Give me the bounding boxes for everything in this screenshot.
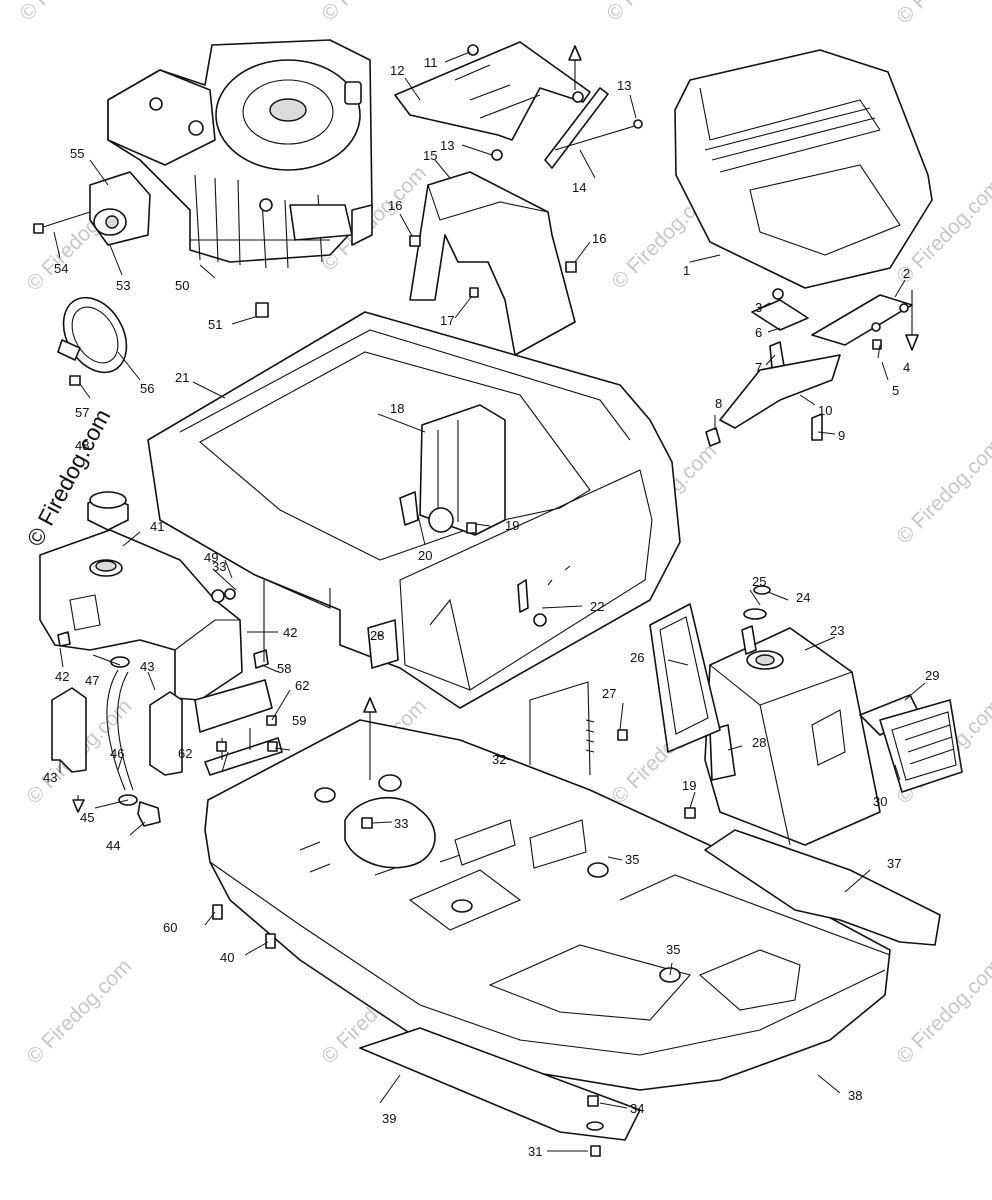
body-hood-illustration bbox=[147, 311, 681, 709]
callout-label: 43 bbox=[140, 659, 154, 674]
callout-label: 62 bbox=[295, 678, 309, 693]
callout-label: 32 bbox=[492, 752, 506, 767]
seat-hardware-illustration bbox=[705, 288, 919, 447]
callout-label: 43 bbox=[43, 770, 57, 785]
watermark: © Firedog.com bbox=[15, 0, 129, 26]
fuel-tank-illustration bbox=[39, 491, 269, 701]
callout-label: 35 bbox=[625, 852, 639, 867]
watermark: © Firedog.com bbox=[892, 0, 992, 29]
mat-illustration bbox=[359, 829, 941, 1157]
callout-label: 31 bbox=[528, 1144, 542, 1159]
callout-label: 60 bbox=[163, 920, 177, 935]
callout-label: 26 bbox=[630, 650, 644, 665]
callout-label: 5 bbox=[892, 383, 899, 398]
callout-label: 17 bbox=[440, 313, 454, 328]
callout-label: 4 bbox=[903, 360, 910, 375]
dash-illustration bbox=[684, 585, 963, 846]
callout-label: 49 bbox=[204, 550, 218, 565]
callout-label: 34 bbox=[630, 1101, 644, 1116]
callout-label: 1 bbox=[683, 263, 690, 278]
callout-label: 33 bbox=[394, 816, 408, 831]
engine-illustration bbox=[107, 39, 373, 269]
fuel-line-illustration bbox=[51, 656, 183, 827]
callout-label: 24 bbox=[796, 590, 810, 605]
watermark: © Firedog.com bbox=[602, 0, 716, 26]
callout-labels: 1 2 3 4 5 6 7 8 9 10 11 12 13 13 14 15 1… bbox=[43, 55, 939, 1159]
callout-label: 54 bbox=[54, 261, 68, 276]
callout-label: 20 bbox=[418, 548, 432, 563]
callout-label: 51 bbox=[208, 317, 222, 332]
callout-label: 55 bbox=[70, 146, 84, 161]
bolt-51 bbox=[255, 302, 269, 318]
watermark: © Firedog.com bbox=[892, 955, 992, 1069]
callout-label: 41 bbox=[150, 519, 164, 534]
callout-label: 21 bbox=[175, 370, 189, 385]
callout-label: 35 bbox=[666, 942, 680, 957]
callout-label: 10 bbox=[818, 403, 832, 418]
callout-label: 48 bbox=[75, 438, 89, 453]
callout-label: 46 bbox=[110, 746, 124, 761]
air-cleaner-illustration bbox=[57, 296, 128, 386]
brake-rod-illustration bbox=[529, 681, 595, 776]
watermark: © Firedog.com bbox=[22, 955, 136, 1069]
watermark-main: © Firedog.com bbox=[21, 405, 115, 551]
callout-label: 45 bbox=[80, 810, 94, 825]
callout-label: 56 bbox=[140, 381, 154, 396]
callout-label: 44 bbox=[106, 838, 120, 853]
callout-label: 23 bbox=[830, 623, 844, 638]
callout-label: 47 bbox=[85, 673, 99, 688]
callout-label: 53 bbox=[116, 278, 130, 293]
seat-bracket-illustration bbox=[394, 41, 643, 356]
callout-label: 62 bbox=[178, 746, 192, 761]
muffler-illustration bbox=[33, 171, 151, 246]
callout-label: 29 bbox=[925, 668, 939, 683]
leader-lines bbox=[53, 51, 926, 1152]
callout-label: 13 bbox=[440, 138, 454, 153]
callout-label: 39 bbox=[382, 1111, 396, 1126]
callout-label: 12 bbox=[390, 63, 404, 78]
callout-label: 14 bbox=[572, 180, 586, 195]
callout-label: 38 bbox=[848, 1088, 862, 1103]
callout-label: 27 bbox=[602, 686, 616, 701]
seat-illustration bbox=[674, 49, 933, 289]
callout-label: 40 bbox=[220, 950, 234, 965]
callout-label: 15 bbox=[423, 148, 437, 163]
callout-label: 25 bbox=[752, 574, 766, 589]
callout-label: 28 bbox=[752, 735, 766, 750]
callout-label: 19 bbox=[682, 778, 696, 793]
panel-26-illustration bbox=[617, 603, 721, 753]
frame-illustration bbox=[204, 697, 891, 1091]
callout-label: 42 bbox=[283, 625, 297, 640]
callout-label: 42 bbox=[55, 669, 69, 684]
callout-label: 59 bbox=[292, 713, 306, 728]
callout-label: 33 bbox=[212, 559, 226, 574]
callout-label: 7 bbox=[755, 360, 762, 375]
callout-label: 28 bbox=[370, 628, 384, 643]
callout-label: 13 bbox=[617, 78, 631, 93]
callout-label: 58 bbox=[277, 661, 291, 676]
callout-label: 57 bbox=[75, 405, 89, 420]
watermark: © Firedog.com bbox=[317, 0, 431, 26]
callout-label: 50 bbox=[175, 278, 189, 293]
callout-label: 16 bbox=[388, 198, 402, 213]
callout-label: 18 bbox=[390, 401, 404, 416]
callout-label: 9 bbox=[838, 428, 845, 443]
callout-label: 2 bbox=[903, 266, 910, 281]
callout-label: 3 bbox=[755, 300, 762, 315]
callout-label: 8 bbox=[715, 396, 722, 411]
callout-label: 16 bbox=[592, 231, 606, 246]
callout-label: 22 bbox=[590, 599, 604, 614]
callout-label: 37 bbox=[887, 856, 901, 871]
callout-label: 11 bbox=[424, 55, 438, 70]
watermark: © Firedog.com bbox=[892, 435, 992, 549]
callout-label: 30 bbox=[873, 794, 887, 809]
callout-label: 6 bbox=[755, 325, 762, 340]
callout-label: 19 bbox=[505, 518, 519, 533]
